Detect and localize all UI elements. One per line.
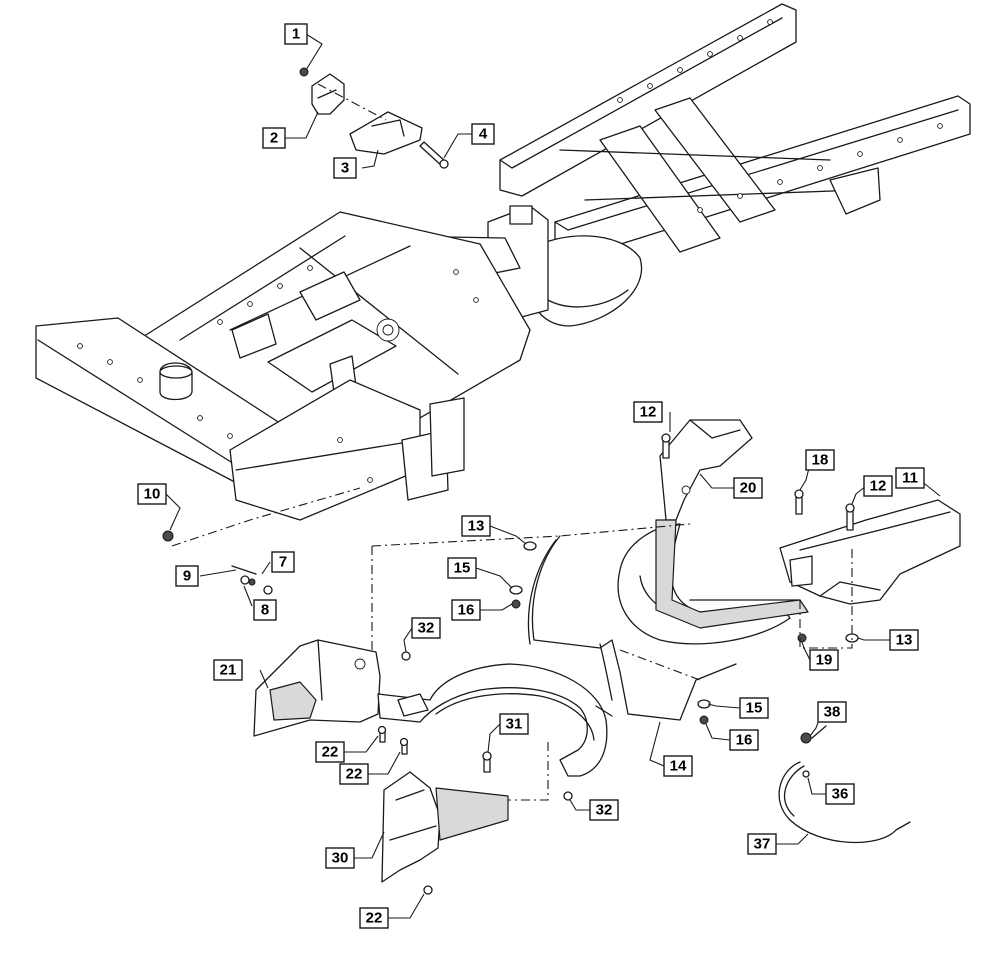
- callout-9: 9: [175, 565, 199, 587]
- callout-18: 18: [805, 449, 835, 471]
- svg-text:22: 22: [366, 910, 383, 927]
- svg-text:38: 38: [824, 704, 841, 721]
- callout-16a: 16: [451, 599, 481, 621]
- callout-2: 2: [262, 127, 286, 149]
- svg-text:4: 4: [479, 126, 488, 143]
- callout-12b: 12: [863, 475, 893, 497]
- svg-text:19: 19: [816, 652, 833, 669]
- svg-text:18: 18: [812, 452, 829, 469]
- callouts: 1 2 3 4 7 8 9 10 11 12 12 13 13 14 15 15…: [137, 23, 925, 929]
- callout-22b: 22: [339, 763, 369, 785]
- small-fasteners-7-10: [162, 487, 361, 595]
- callout-32a: 32: [411, 617, 441, 639]
- callout-3: 3: [333, 157, 357, 179]
- svg-text:20: 20: [740, 480, 757, 497]
- svg-text:13: 13: [468, 518, 485, 535]
- callout-21: 21: [213, 659, 243, 681]
- callout-15a: 15: [447, 557, 477, 579]
- plate-part-3: [349, 111, 423, 155]
- svg-text:9: 9: [183, 568, 191, 585]
- clip-assembly-36-38: [778, 725, 911, 844]
- callout-13b: 13: [889, 629, 919, 651]
- callout-38: 38: [817, 701, 847, 723]
- svg-text:8: 8: [261, 602, 269, 619]
- svg-text:21: 21: [220, 662, 237, 679]
- svg-text:14: 14: [670, 758, 687, 775]
- callout-8: 8: [253, 599, 277, 621]
- svg-text:16: 16: [458, 602, 475, 619]
- svg-text:31: 31: [506, 716, 523, 733]
- svg-text:30: 30: [332, 850, 349, 867]
- callout-22c: 22: [359, 907, 389, 929]
- callout-20: 20: [733, 477, 763, 499]
- nut-part-16-right: [699, 715, 709, 725]
- guard-part-30: [381, 771, 509, 883]
- svg-text:22: 22: [322, 744, 339, 761]
- svg-text:15: 15: [746, 700, 763, 717]
- svg-text:2: 2: [270, 130, 278, 147]
- frame-holes: [77, 19, 943, 483]
- callout-1: 1: [284, 23, 308, 45]
- callout-16b: 16: [729, 729, 759, 751]
- svg-text:32: 32: [418, 620, 435, 637]
- right-guard-assembly: [617, 419, 961, 649]
- chassis-frame: [35, 3, 971, 521]
- callout-36: 36: [825, 783, 855, 805]
- svg-text:22: 22: [346, 766, 363, 783]
- svg-text:13: 13: [896, 632, 913, 649]
- svg-text:36: 36: [832, 786, 849, 803]
- nut-part-19: [797, 633, 807, 643]
- washer-part-15-left: [509, 585, 523, 595]
- pin-part-7: [263, 585, 273, 595]
- svg-text:1: 1: [292, 26, 300, 43]
- callout-4: 4: [471, 123, 495, 145]
- svg-text:3: 3: [341, 160, 349, 177]
- svg-text:7: 7: [279, 554, 287, 571]
- callout-12a: 12: [633, 401, 663, 423]
- callout-10: 10: [137, 483, 167, 505]
- washer-part-13-left: [523, 541, 537, 551]
- svg-text:37: 37: [754, 836, 771, 853]
- svg-text:11: 11: [902, 470, 918, 487]
- callout-22a: 22: [315, 741, 345, 763]
- callout-15b: 15: [739, 697, 769, 719]
- callout-7: 7: [271, 551, 295, 573]
- washer-part-8: [240, 575, 250, 585]
- callout-37: 37: [747, 833, 777, 855]
- svg-text:12: 12: [870, 478, 887, 495]
- bracket-part-20: [659, 419, 753, 521]
- nut-part-16-left: [511, 599, 521, 609]
- left-guard-part-21: [253, 639, 381, 737]
- curved-arm: [377, 663, 613, 777]
- callout-13a: 13: [461, 515, 491, 537]
- svg-text:32: 32: [596, 802, 613, 819]
- callout-30: 30: [325, 847, 355, 869]
- leader-lines: [165, 33, 941, 919]
- callout-19: 19: [809, 649, 839, 671]
- svg-text:15: 15: [454, 560, 471, 577]
- nut-part-10: [162, 530, 174, 542]
- callout-32b: 32: [589, 799, 619, 821]
- svg-text:16: 16: [736, 732, 753, 749]
- rod-part-14: [371, 523, 737, 725]
- callout-11: 11: [895, 467, 925, 489]
- guard-part-11: [779, 499, 961, 605]
- callout-31: 31: [499, 713, 529, 735]
- top-bracket-assembly: [299, 67, 449, 169]
- svg-text:12: 12: [640, 404, 657, 421]
- callout-14: 14: [663, 755, 693, 777]
- svg-text:10: 10: [144, 486, 161, 503]
